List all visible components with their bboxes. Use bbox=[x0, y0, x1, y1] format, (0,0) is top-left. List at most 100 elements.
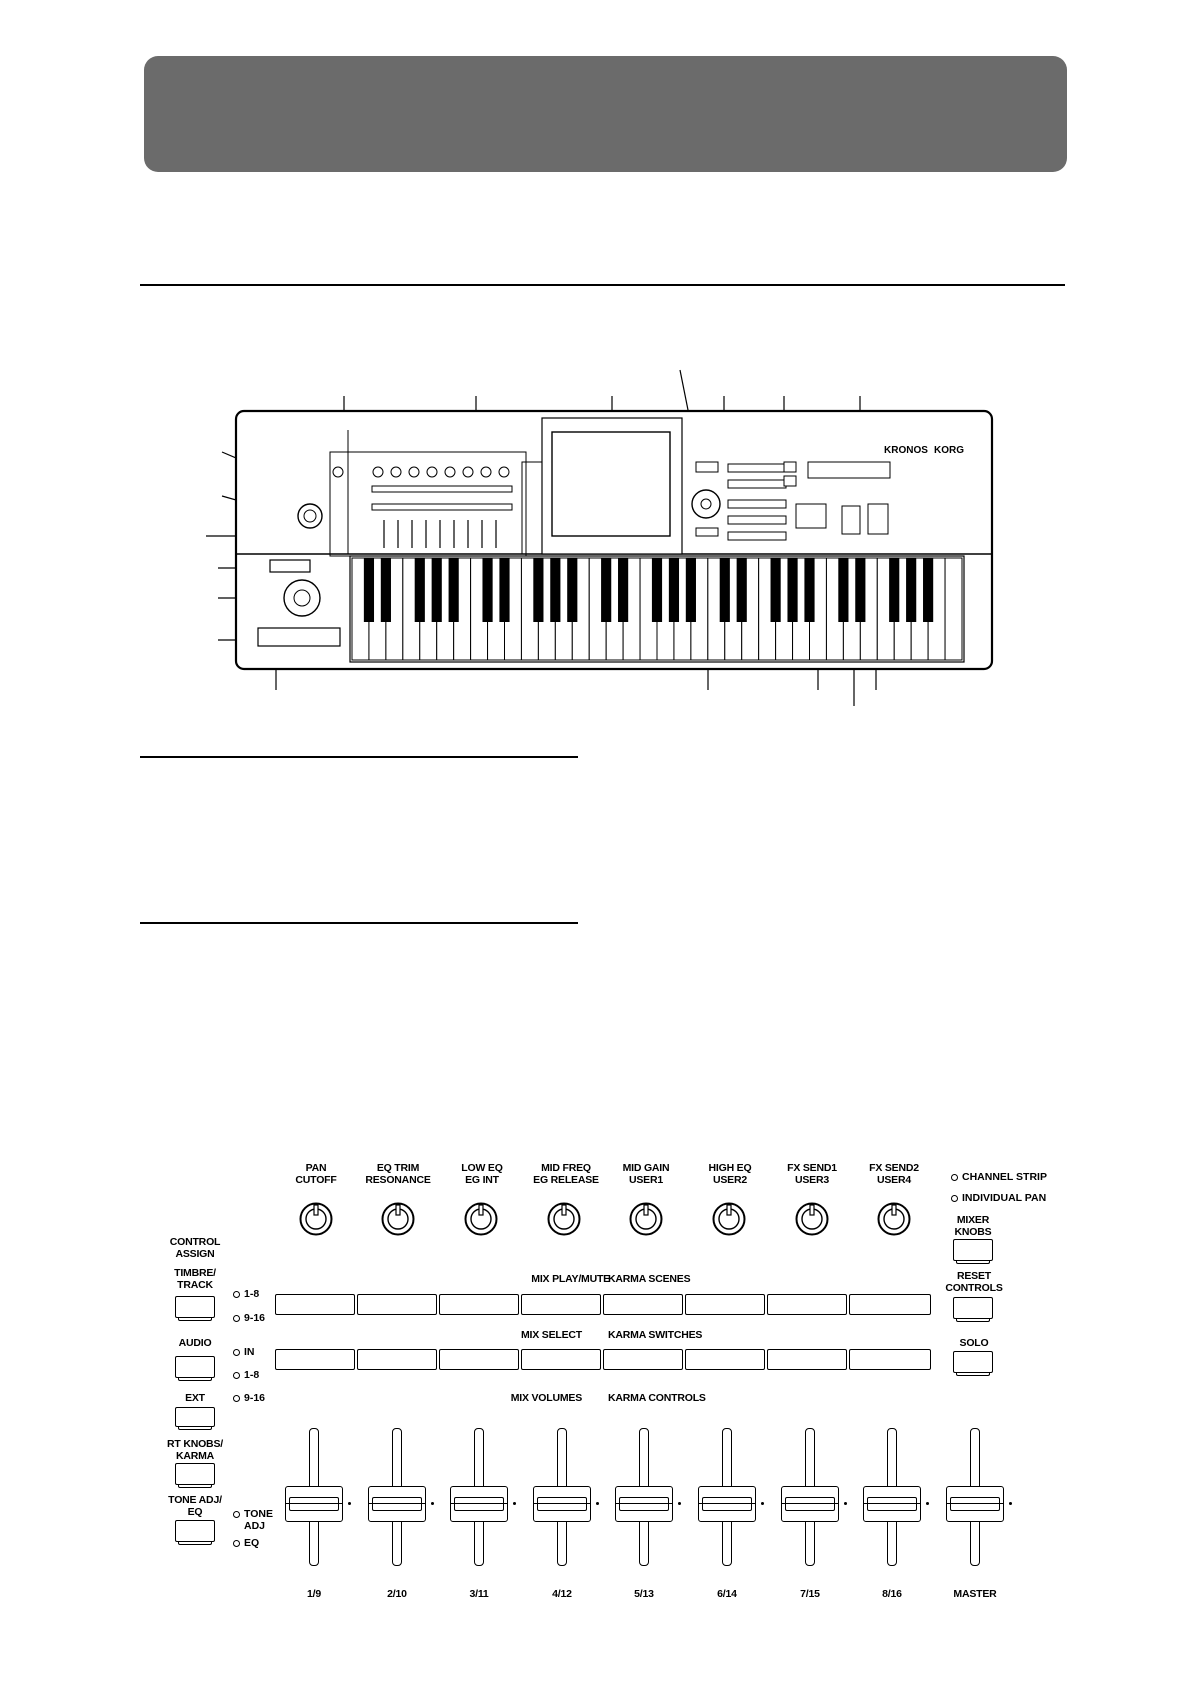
mix-volume-slider-7-track bbox=[805, 1428, 815, 1566]
control-assign-label: CONTROL ASSIGN bbox=[169, 1236, 221, 1260]
solo-button[interactable] bbox=[953, 1351, 993, 1376]
knob-label-5: MID GAIN USER1 bbox=[622, 1162, 670, 1186]
mix-volume-slider-1-track bbox=[309, 1428, 319, 1566]
ext-label: EXT bbox=[185, 1392, 205, 1404]
timbre-track-label: TIMBRE/ TRACK bbox=[174, 1267, 216, 1291]
mix-select-pad-2[interactable] bbox=[357, 1349, 437, 1370]
tone-adj-eq-button[interactable] bbox=[175, 1520, 215, 1545]
audio-led-1-8-label: 1-8 bbox=[244, 1369, 260, 1381]
audio-led-in-label: IN bbox=[244, 1346, 255, 1358]
mix-play-mute-pad-4[interactable] bbox=[521, 1294, 601, 1315]
mix-select-pad-5[interactable] bbox=[603, 1349, 683, 1370]
high-eq-user2-knob[interactable] bbox=[712, 1202, 746, 1236]
mix-play-mute-pad-3[interactable] bbox=[439, 1294, 519, 1315]
slider-label-3: 3/11 bbox=[469, 1588, 489, 1600]
audio-led-9-16-label: 9-16 bbox=[244, 1392, 266, 1404]
mix-select-pad-8[interactable] bbox=[849, 1349, 931, 1370]
timbre-track-button[interactable] bbox=[175, 1296, 215, 1321]
individual-pan-led-label: INDIVIDUAL PAN bbox=[962, 1192, 1047, 1204]
black-key bbox=[499, 558, 510, 622]
mix-play-mute-pad-5[interactable] bbox=[603, 1294, 683, 1315]
mix-play-mute-pad-1[interactable] bbox=[275, 1294, 355, 1315]
section-rule-1 bbox=[140, 756, 578, 758]
black-key bbox=[618, 558, 629, 622]
low-eq-eg-int-knob[interactable] bbox=[464, 1202, 498, 1236]
mix-volume-slider-7[interactable] bbox=[781, 1486, 839, 1522]
eq-trim-resonance-knob[interactable] bbox=[381, 1202, 415, 1236]
knob-label-1: PAN CUTOFF bbox=[295, 1162, 337, 1186]
black-key bbox=[889, 558, 900, 622]
led-indicator bbox=[233, 1511, 240, 1518]
channel-strip-led-label: CHANNEL STRIP bbox=[962, 1171, 1047, 1183]
black-key bbox=[719, 558, 730, 622]
slider-dot bbox=[926, 1502, 929, 1505]
mid-freq-eg-release-knob[interactable] bbox=[547, 1202, 581, 1236]
rt-knobs-karma-button[interactable] bbox=[175, 1463, 215, 1488]
tone-led-tone-adj: TONE ADJ bbox=[233, 1508, 273, 1532]
reset-controls-button[interactable] bbox=[953, 1297, 993, 1322]
individual-pan-led: INDIVIDUAL PAN bbox=[951, 1192, 1046, 1204]
reset-controls-label: RESET CONTROLS bbox=[945, 1270, 1003, 1294]
section-rule-top bbox=[140, 284, 1065, 286]
mix-select-pad-4[interactable] bbox=[521, 1349, 601, 1370]
led-indicator bbox=[233, 1290, 240, 1298]
mix-volume-slider-6[interactable] bbox=[698, 1486, 756, 1522]
mix-volume-slider-8-track bbox=[887, 1428, 897, 1566]
mix-volume-slider-4[interactable] bbox=[533, 1486, 591, 1522]
black-key bbox=[431, 558, 442, 622]
led-indicator bbox=[233, 1314, 240, 1322]
fx-send1-user3-knob[interactable] bbox=[795, 1202, 829, 1236]
timbre-led-9-16-label: 9-16 bbox=[244, 1312, 266, 1324]
master-slider-track bbox=[970, 1428, 980, 1566]
mix-play-mute-pad-6[interactable] bbox=[685, 1294, 765, 1315]
audio-label: AUDIO bbox=[178, 1337, 212, 1349]
black-key bbox=[787, 558, 798, 622]
mix-play-mute-pad-8[interactable] bbox=[849, 1294, 931, 1315]
slider-label-2: 2/10 bbox=[387, 1588, 407, 1600]
led-indicator bbox=[233, 1348, 240, 1356]
black-key bbox=[804, 558, 815, 622]
keyboard-overview-illustration: KRONOS KORG bbox=[206, 369, 994, 706]
black-key bbox=[923, 558, 934, 622]
mix-volume-slider-2[interactable] bbox=[368, 1486, 426, 1522]
mix-volume-slider-5[interactable] bbox=[615, 1486, 673, 1522]
pan-cutoff-knob[interactable] bbox=[299, 1202, 333, 1236]
mix-play-mute-pad-7[interactable] bbox=[767, 1294, 847, 1315]
mix-volume-slider-5-track bbox=[639, 1428, 649, 1566]
mix-select-pad-6[interactable] bbox=[685, 1349, 765, 1370]
black-key bbox=[414, 558, 425, 622]
mix-select-pad-3[interactable] bbox=[439, 1349, 519, 1370]
mixer-knobs-button[interactable] bbox=[953, 1239, 993, 1264]
audio-led-1-8: 1-8 bbox=[233, 1369, 259, 1381]
mix-volume-slider-8[interactable] bbox=[863, 1486, 921, 1522]
black-key bbox=[906, 558, 917, 622]
black-key bbox=[482, 558, 493, 622]
mix-volume-slider-3[interactable] bbox=[450, 1486, 508, 1522]
fx-send2-user4-knob[interactable] bbox=[877, 1202, 911, 1236]
black-key bbox=[448, 558, 459, 622]
slider-dot bbox=[431, 1502, 434, 1505]
slider-dot bbox=[596, 1502, 599, 1505]
knob-label-6: HIGH EQ USER2 bbox=[708, 1162, 752, 1186]
audio-button[interactable] bbox=[175, 1356, 215, 1381]
mix-volume-slider-3-track bbox=[474, 1428, 484, 1566]
ext-button[interactable] bbox=[175, 1407, 215, 1430]
mid-gain-user1-knob[interactable] bbox=[629, 1202, 663, 1236]
black-key bbox=[685, 558, 696, 622]
slider-dot bbox=[513, 1502, 516, 1505]
timbre-led-1-8: 1-8 bbox=[233, 1288, 259, 1300]
mix-volume-slider-6-track bbox=[722, 1428, 732, 1566]
mix-select-pad-7[interactable] bbox=[767, 1349, 847, 1370]
knob-label-7: FX SEND1 USER3 bbox=[787, 1162, 837, 1186]
mix-volume-slider-1[interactable] bbox=[285, 1486, 343, 1522]
master-slider[interactable] bbox=[946, 1486, 1004, 1522]
black-key bbox=[567, 558, 578, 622]
black-key bbox=[736, 558, 747, 622]
mix-play-mute-pad-2[interactable] bbox=[357, 1294, 437, 1315]
slider-dot bbox=[844, 1502, 847, 1505]
timbre-led-9-16: 9-16 bbox=[233, 1312, 265, 1324]
brand-model-text: KRONOS bbox=[884, 445, 928, 456]
channel-strip-led: CHANNEL STRIP bbox=[951, 1171, 1047, 1183]
white-key bbox=[944, 557, 963, 661]
mix-select-pad-1[interactable] bbox=[275, 1349, 355, 1370]
